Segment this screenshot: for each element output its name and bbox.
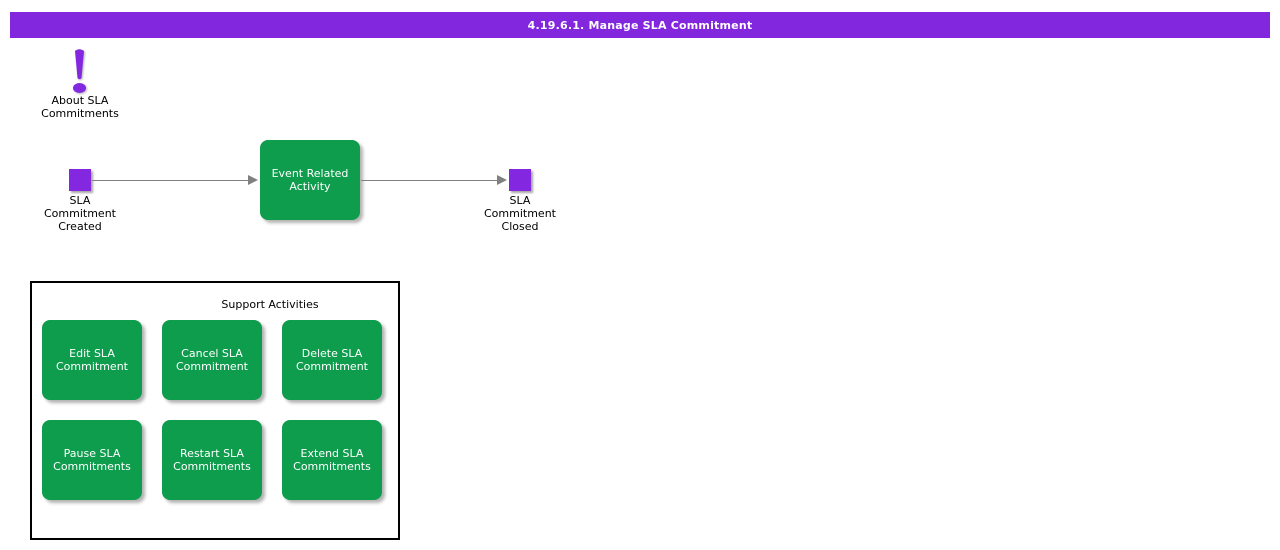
button-label-line: Pause SLA [63,447,121,460]
flow-arrow [92,180,249,181]
button-label-line: Restart SLA [180,447,244,460]
sla-commitment-closed-event [509,169,531,191]
support-activities-title: Support Activities [221,298,319,311]
event-label-line: Created [58,220,102,233]
support-activities-container: Support Activities Edit SLA Commitment C… [30,281,400,540]
button-label-line: Commitments [173,460,251,473]
button-label-line: Extend SLA [300,447,364,460]
sla-commitment-created-label: SLA Commitment Created [30,194,130,233]
flow-arrowhead-icon [497,175,507,185]
button-label-line: Commitment [296,360,368,373]
button-label-line: Edit SLA [69,347,115,360]
button-label-line: Commitment [56,360,128,373]
event-label-line: Closed [501,220,539,233]
title-bar: 4.19.6.1. Manage SLA Commitment [10,12,1270,38]
event-label-line: SLA [509,194,531,207]
edit-sla-commitment-button[interactable]: Edit SLA Commitment [42,320,142,400]
button-label-line: Cancel SLA [181,347,243,360]
flow-arrow [361,180,498,181]
event-label-line: Commitment [484,207,556,220]
pause-sla-commitments-button[interactable]: Pause SLA Commitments [42,420,142,500]
about-label-line: Commitments [41,107,119,120]
about-label-line: About SLA [51,94,109,107]
exclamation-icon[interactable] [63,48,97,96]
sla-commitment-closed-label: SLA Commitment Closed [470,194,570,233]
restart-sla-commitments-button[interactable]: Restart SLA Commitments [162,420,262,500]
event-label-line: SLA [69,194,91,207]
delete-sla-commitment-button[interactable]: Delete SLA Commitment [282,320,382,400]
button-label-line: Commitments [53,460,131,473]
activity-label-line: Event Related [271,167,349,180]
cancel-sla-commitment-button[interactable]: Cancel SLA Commitment [162,320,262,400]
button-label-line: Commitments [293,460,371,473]
flow-arrowhead-icon [248,175,258,185]
sla-commitment-created-event [69,169,91,191]
page-title: 4.19.6.1. Manage SLA Commitment [527,18,753,32]
extend-sla-commitments-button[interactable]: Extend SLA Commitments [282,420,382,500]
event-related-activity-box[interactable]: Event Related Activity [260,140,360,220]
about-sla-commitments-label[interactable]: About SLA Commitments [20,94,140,120]
event-label-line: Commitment [44,207,116,220]
button-label-line: Commitment [176,360,248,373]
activity-label-line: Activity [289,180,331,193]
button-label-line: Delete SLA [301,347,363,360]
